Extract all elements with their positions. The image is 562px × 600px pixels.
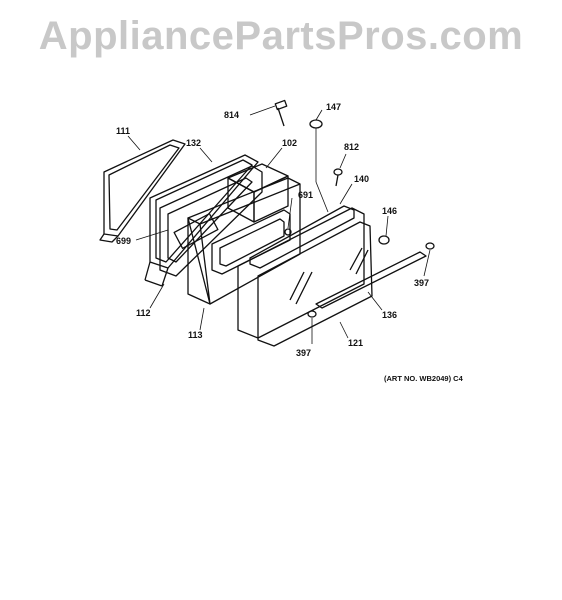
label-812: 812	[344, 142, 359, 152]
part-691-clip	[284, 228, 292, 236]
label-397-right: 397	[414, 278, 429, 288]
part-136-handle	[315, 251, 427, 309]
watermark-logo: AppliancePartsPros.com	[38, 14, 524, 58]
label-132: 132	[186, 138, 201, 148]
label-691: 691	[298, 190, 313, 200]
label-140: 140	[354, 174, 369, 184]
label-121: 121	[348, 338, 363, 348]
art-number: (ART NO. WB2049) C4	[384, 374, 463, 383]
label-111: 111	[116, 126, 130, 136]
part-112-door-liner	[159, 165, 263, 277]
label-113: 113	[188, 330, 203, 340]
label-112: 112	[136, 308, 151, 318]
label-147: 147	[326, 102, 341, 112]
label-397-left: 397	[296, 348, 311, 358]
part-111-gasket	[99, 139, 186, 243]
part-147-bracket	[309, 119, 323, 129]
part-397-cap-right	[425, 242, 435, 250]
part-121-glass-panel	[237, 207, 373, 347]
part-102-insulation	[227, 163, 289, 223]
part-labels: 814 147 111 132 102 812 140 691 146 699 …	[116, 102, 429, 358]
part-146-bushing	[378, 235, 390, 245]
part-812-screw	[333, 168, 343, 187]
leader-lines	[127, 105, 431, 344]
part-397-cap-left	[307, 310, 317, 318]
label-146: 146	[382, 206, 397, 216]
label-102: 102	[282, 138, 297, 148]
part-140-door-trim	[249, 205, 355, 269]
label-136: 136	[382, 310, 397, 320]
label-814: 814	[224, 110, 239, 120]
part-814-screw	[274, 99, 288, 127]
label-699: 699	[116, 236, 131, 246]
